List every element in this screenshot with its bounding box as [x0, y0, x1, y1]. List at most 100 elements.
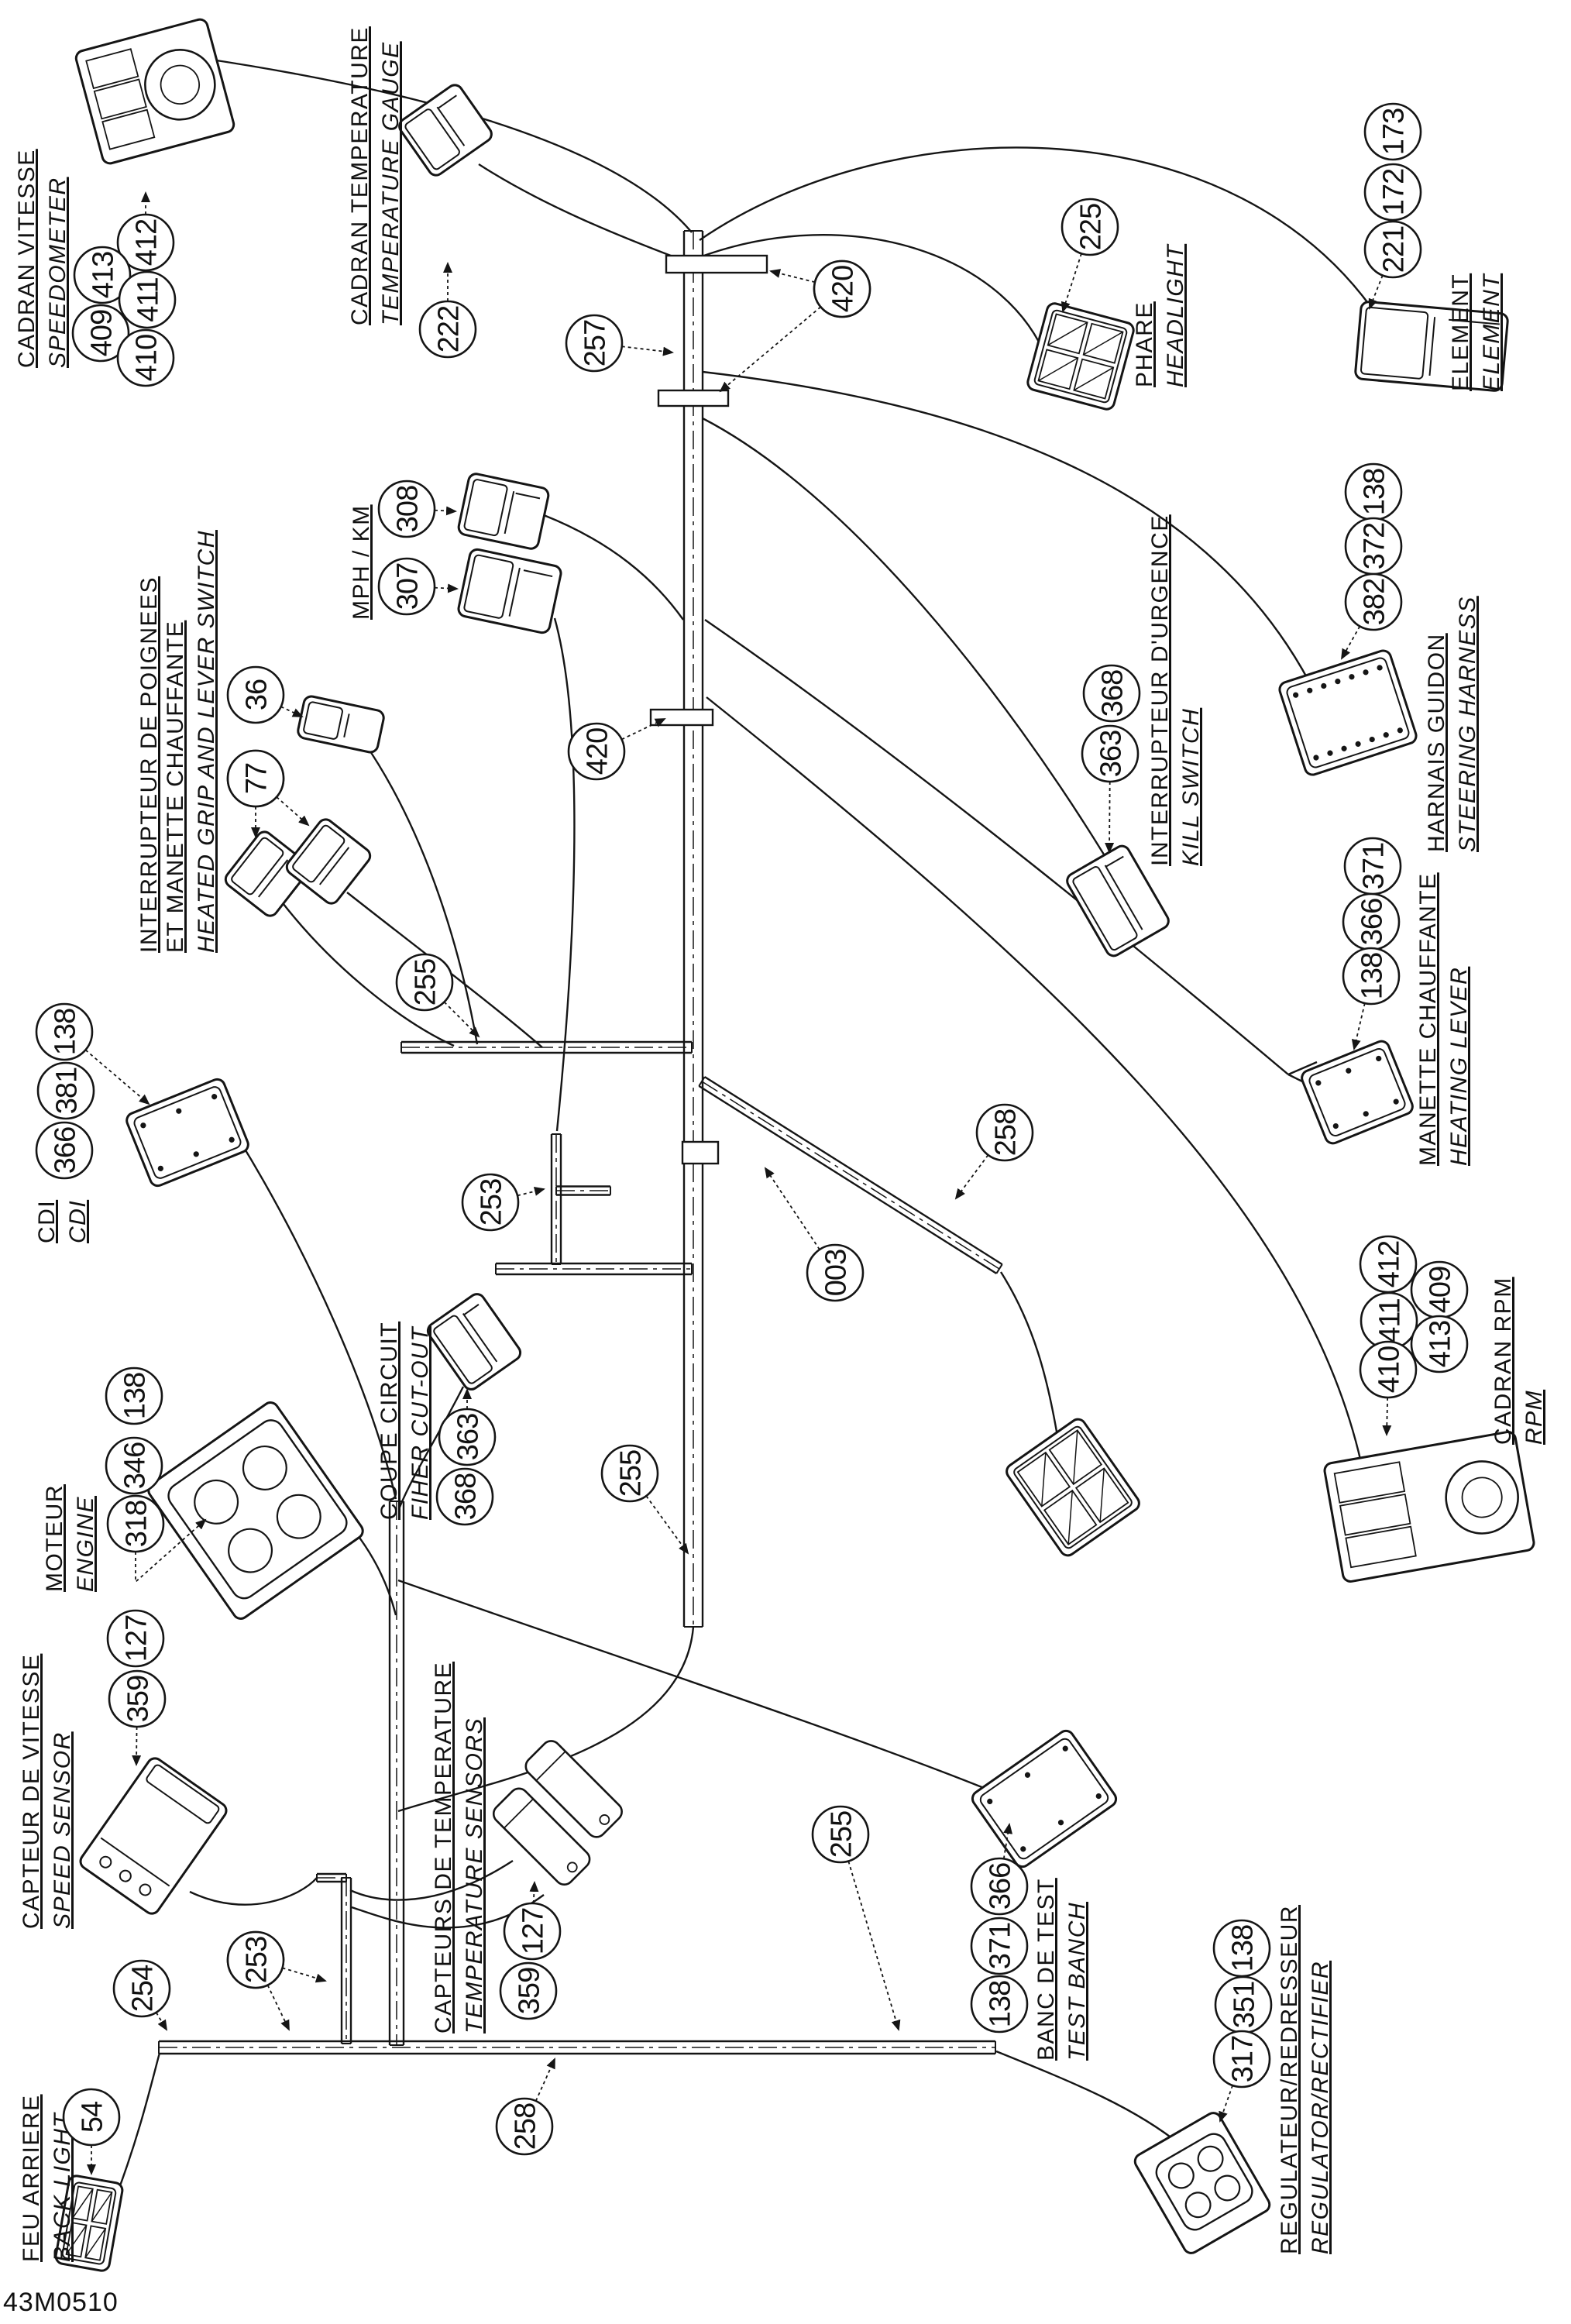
part-callout-409[interactable]: 409	[71, 304, 130, 363]
trunk-segment	[388, 1501, 405, 2046]
svg-text:ET MANETTE CHAUFFANTE: ET MANETTE CHAUFFANTE	[163, 621, 188, 953]
part-callout-255[interactable]: 255	[600, 1444, 689, 1555]
part-callout-411[interactable]: 411	[1360, 1291, 1418, 1350]
part-callout-138[interactable]: 138	[1344, 462, 1403, 521]
callout-leader	[1061, 253, 1082, 313]
connector-back-light	[54, 2174, 124, 2272]
part-callout-413[interactable]: 413	[1410, 1315, 1469, 1373]
part-callout-253[interactable]: 253	[226, 1930, 290, 2031]
part-callout-382[interactable]: 382	[1341, 572, 1403, 660]
svg-text:318: 318	[121, 1501, 153, 1547]
callout-leader	[621, 718, 666, 741]
part-callout-173[interactable]: 173	[1363, 102, 1422, 161]
part-callout-366[interactable]: 366	[1342, 892, 1401, 951]
part-callout-381[interactable]: 381	[36, 1061, 95, 1120]
part-callout-411[interactable]: 411	[118, 270, 177, 329]
connector-grip-switch-36	[297, 695, 385, 754]
part-callout-412[interactable]: 412	[116, 191, 175, 272]
svg-text:MOTEUR: MOTEUR	[42, 1484, 67, 1592]
part-callout-363[interactable]: 363	[1081, 724, 1140, 854]
part-callout-366[interactable]: 366	[970, 1823, 1029, 1916]
svg-text:413: 413	[1425, 1321, 1457, 1367]
part-callout-371[interactable]: 371	[970, 1917, 1029, 1975]
svg-text:308: 308	[392, 486, 425, 532]
part-callout-253[interactable]: 253	[461, 1173, 545, 1232]
part-callout-368[interactable]: 368	[1082, 664, 1141, 723]
part-callout-308[interactable]: 308	[377, 480, 457, 538]
harness-wire	[543, 514, 684, 621]
connector-cdi	[125, 1078, 249, 1188]
svg-text:409: 409	[86, 310, 119, 356]
part-callout-77[interactable]: 77	[226, 749, 310, 827]
svg-text:MPH / KM: MPH / KM	[349, 504, 374, 620]
part-callout-222[interactable]: 222	[418, 262, 477, 359]
part-callout-003[interactable]: 003	[764, 1167, 865, 1302]
part-callout-307[interactable]: 307	[377, 557, 459, 616]
part-callout-371[interactable]: 371	[1343, 837, 1402, 896]
part-callout-221[interactable]: 221	[1363, 220, 1422, 310]
part-callout-258[interactable]: 258	[495, 2058, 555, 2156]
svg-text:CDI: CDI	[65, 1200, 91, 1243]
svg-text:366: 366	[1356, 899, 1389, 945]
part-callout-138[interactable]: 138	[1212, 1919, 1271, 1978]
harness-wire	[995, 2050, 1184, 2148]
part-callout-255[interactable]: 255	[811, 1805, 901, 2031]
part-callout-127[interactable]: 127	[503, 1881, 562, 1961]
part-callout-172[interactable]: 172	[1363, 163, 1422, 222]
part-callout-54[interactable]: 54	[62, 2088, 121, 2175]
part-callout-368[interactable]: 368	[435, 1467, 494, 1526]
svg-text:257: 257	[579, 320, 612, 366]
part-callout-410[interactable]: 410	[116, 328, 175, 387]
harness-wire	[346, 892, 543, 1048]
part-callout-409[interactable]: 409	[1410, 1260, 1469, 1319]
part-callout-359[interactable]: 359	[108, 1669, 167, 1766]
svg-text:381: 381	[51, 1067, 84, 1114]
harness-wire	[553, 617, 576, 1132]
part-callout-420[interactable]: 420	[719, 260, 871, 393]
svg-text:SPEED SENSOR: SPEED SENSOR	[50, 1731, 75, 1929]
part-callout-359[interactable]: 359	[499, 1961, 558, 2020]
part-callout-410[interactable]: 410	[1359, 1340, 1418, 1436]
part-callout-366[interactable]: 366	[35, 1121, 94, 1180]
connector-heating-lever	[1301, 1040, 1414, 1145]
svg-text:368: 368	[450, 1473, 483, 1520]
svg-text:SPEEDOMETER: SPEEDOMETER	[45, 177, 70, 368]
connector-test-bench	[971, 1729, 1118, 1868]
part-callout-138[interactable]: 138	[105, 1367, 163, 1425]
svg-text:371: 371	[985, 1923, 1017, 1969]
part-callout-138[interactable]: 138	[970, 1975, 1029, 2033]
part-callout-225[interactable]: 225	[1061, 198, 1119, 313]
svg-text:368: 368	[1097, 670, 1129, 717]
part-callout-372[interactable]: 372	[1344, 517, 1403, 576]
svg-text:258: 258	[990, 1109, 1023, 1156]
part-callout-36[interactable]: 36	[226, 665, 304, 724]
part-callout-257[interactable]: 257	[565, 314, 674, 373]
svg-text:138: 138	[1227, 1925, 1260, 1972]
harness-wire	[201, 57, 693, 233]
part-callout-351[interactable]: 351	[1214, 1975, 1273, 2034]
drawing-number: 43M0510	[3, 2288, 119, 2317]
part-callout-138[interactable]: 138	[35, 1002, 150, 1105]
svg-text:420: 420	[582, 728, 614, 775]
part-callout-413[interactable]: 413	[73, 246, 132, 304]
part-callout-127[interactable]: 127	[106, 1609, 165, 1668]
trunk-segment	[682, 230, 704, 1628]
part-callout-317[interactable]: 317	[1212, 2030, 1271, 2123]
part-callout-346[interactable]: 346	[105, 1436, 163, 1495]
part-callout-363[interactable]: 363	[438, 1388, 497, 1466]
part-callout-420[interactable]: 420	[567, 718, 666, 781]
part-callout-258[interactable]: 258	[954, 1103, 1034, 1200]
svg-text:FIHER CUT-OUT: FIHER CUT-OUT	[407, 1325, 433, 1520]
svg-text:359: 359	[122, 1676, 155, 1722]
part-callout-318[interactable]: 318	[106, 1494, 207, 1584]
part-callout-138[interactable]: 138	[1342, 947, 1401, 1050]
part-callout-254[interactable]: 254	[112, 1959, 171, 2031]
svg-text:CAPTEURS DE TEMPERATURE: CAPTEURS DE TEMPERATURE	[431, 1662, 456, 2033]
part-callout-412[interactable]: 412	[1359, 1235, 1418, 1294]
part-callout-255[interactable]: 255	[395, 953, 480, 1038]
